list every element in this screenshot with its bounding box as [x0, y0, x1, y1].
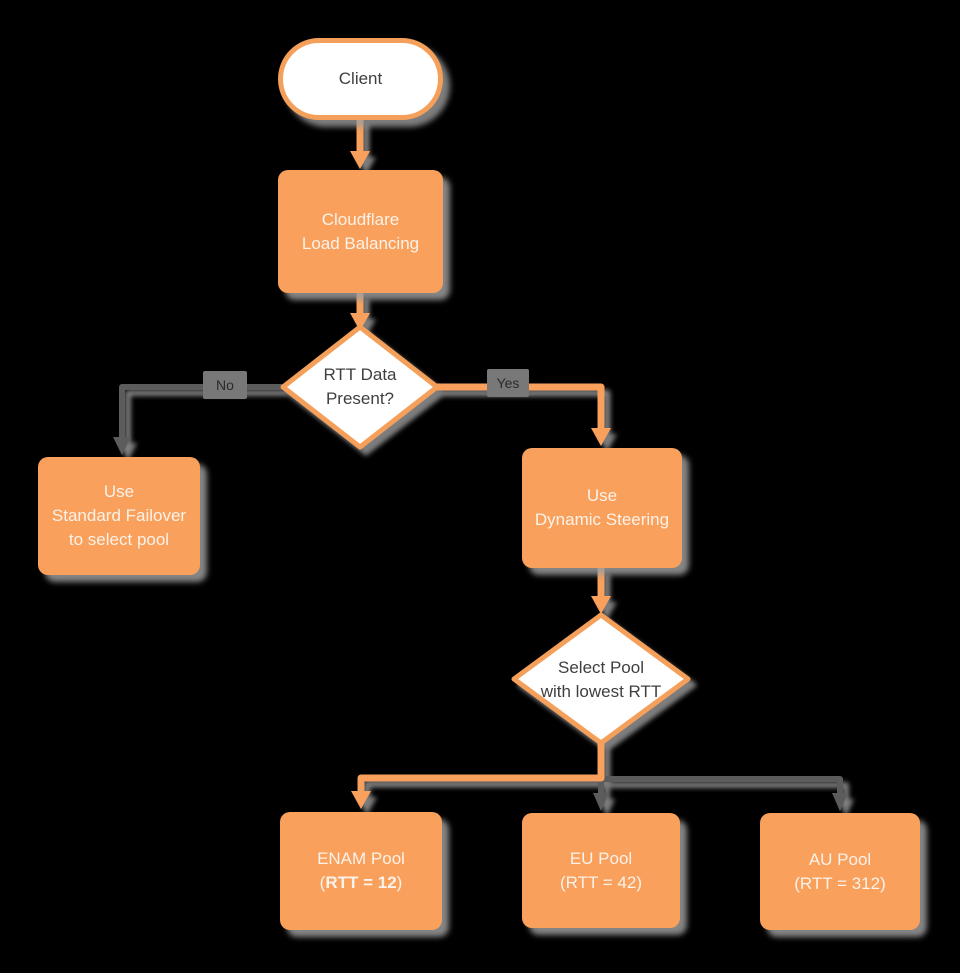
node-enam-pool-line1: ENAM Pool [317, 849, 405, 868]
node-enam-pool-paren-close: ) [396, 873, 403, 892]
arrowhead-to-enam-pool [351, 791, 371, 809]
node-enam-pool-paren-open: ( [319, 873, 326, 892]
select-pool-diamond [511, 612, 691, 746]
node-standard-failover: Use Standard Failover to select pool [38, 457, 200, 575]
edge-label-no: No [203, 371, 247, 399]
rtt-decision-diamond [280, 324, 440, 450]
arrowhead-to-lb [350, 151, 370, 169]
edge-to-enam-pool [357, 742, 605, 792]
node-au-pool-line2: (RTT = 312) [794, 873, 886, 893]
node-eu-pool-line2: (RTT = 42) [559, 872, 643, 892]
node-standard-failover-line2: Standard Failover [51, 506, 187, 525]
node-enam-pool: ENAM Pool (RTT = 12) [280, 812, 442, 930]
edge-to-au-pool [603, 776, 843, 794]
node-standard-failover-line1: Use [103, 482, 135, 501]
arrowhead-to-select-pool [591, 596, 611, 614]
node-eu-pool: EU Pool (RTT = 42) [522, 813, 680, 928]
node-au-pool: AU Pool (RTT = 312) [760, 813, 920, 930]
node-dynamic-steering-line1: Use [586, 486, 618, 505]
node-au-pool-line1: AU Pool [808, 849, 872, 869]
node-load-balancing: Cloudflare Load Balancing [278, 170, 443, 293]
node-client-label: Client [338, 69, 383, 88]
node-dynamic-steering: Use Dynamic Steering [522, 448, 682, 568]
arrowhead-to-eu-pool [593, 793, 609, 811]
arrowhead-to-standard-failover [113, 437, 131, 455]
node-enam-pool-line2: (RTT = 12) [320, 871, 403, 895]
node-eu-pool-line1: EU Pool [569, 848, 633, 868]
edge-label-yes: Yes [487, 369, 529, 397]
node-load-balancing-line2: Load Balancing [301, 233, 420, 253]
node-load-balancing-line1: Cloudflare [321, 209, 400, 229]
node-enam-pool-rtt-value: RTT = 12 [325, 873, 397, 892]
node-client: Client [278, 38, 443, 120]
node-standard-failover-line3: to select pool [68, 530, 170, 549]
arrowhead-to-rtt-decision [350, 313, 370, 331]
node-dynamic-steering-line2: Dynamic Steering [534, 510, 670, 529]
arrowhead-to-dynamic-steering [591, 428, 611, 446]
arrowhead-to-au-pool [832, 793, 848, 811]
edge-no-branch [119, 384, 282, 438]
